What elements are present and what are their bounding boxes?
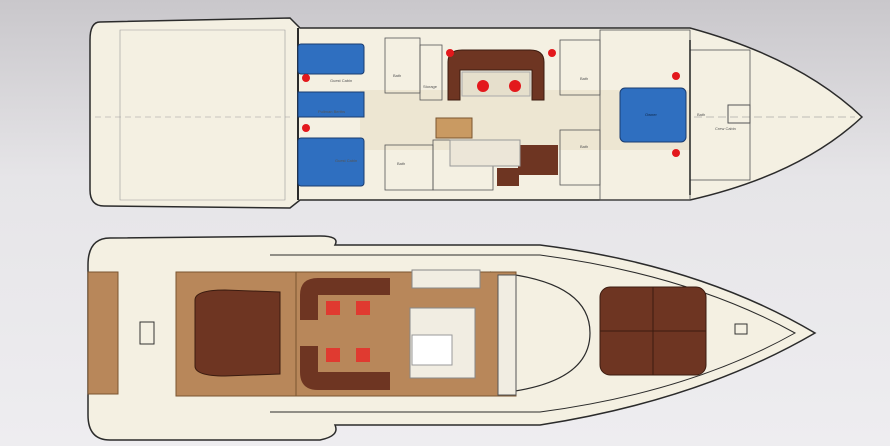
helm-station: [497, 274, 517, 396]
room-label: Guest Cabin: [335, 158, 357, 163]
room-label: Pullman Berths: [318, 109, 345, 114]
settee: [300, 278, 390, 320]
galley-seat: [497, 168, 519, 186]
settee: [300, 346, 390, 390]
sunpad: [194, 289, 281, 377]
guest-berth: [297, 137, 365, 187]
guest-berth: [297, 43, 365, 75]
room-label: Bath: [697, 112, 705, 117]
room-label: Storage: [423, 84, 438, 89]
table-marker: [477, 80, 489, 92]
cocktail-tables: [326, 301, 370, 362]
table-marker: [509, 80, 521, 92]
companionway-stairs: [411, 334, 453, 366]
garage-hatch: [139, 321, 155, 345]
pullman-berth: [297, 91, 365, 118]
room-label: Crew Cabin: [715, 126, 736, 131]
swim-platform-outline: [119, 29, 286, 201]
crew-berth: [727, 104, 751, 124]
lower-deck-plan: Guest Cabin Bath Storage Pullman Berths …: [89, 17, 864, 209]
room-label: Bath: [580, 144, 588, 149]
windscreen: [489, 271, 591, 395]
galley-counter: [449, 139, 521, 167]
stairs: [435, 117, 473, 139]
room-label: Guest Cabin: [330, 78, 352, 83]
sideboard: [411, 269, 481, 289]
room-label: Bath: [397, 161, 405, 166]
owner-berth: [619, 87, 687, 143]
main-deck-plan: [87, 235, 817, 441]
side-deck-outline: [270, 254, 797, 413]
swim-platform: [87, 271, 119, 395]
galley-settee: [518, 145, 558, 175]
room-label: Bath: [580, 76, 588, 81]
room-label: Bath: [393, 73, 401, 78]
light-markers: [302, 49, 680, 157]
forward-hatch: [734, 323, 748, 335]
room-label: Owner: [645, 112, 657, 117]
